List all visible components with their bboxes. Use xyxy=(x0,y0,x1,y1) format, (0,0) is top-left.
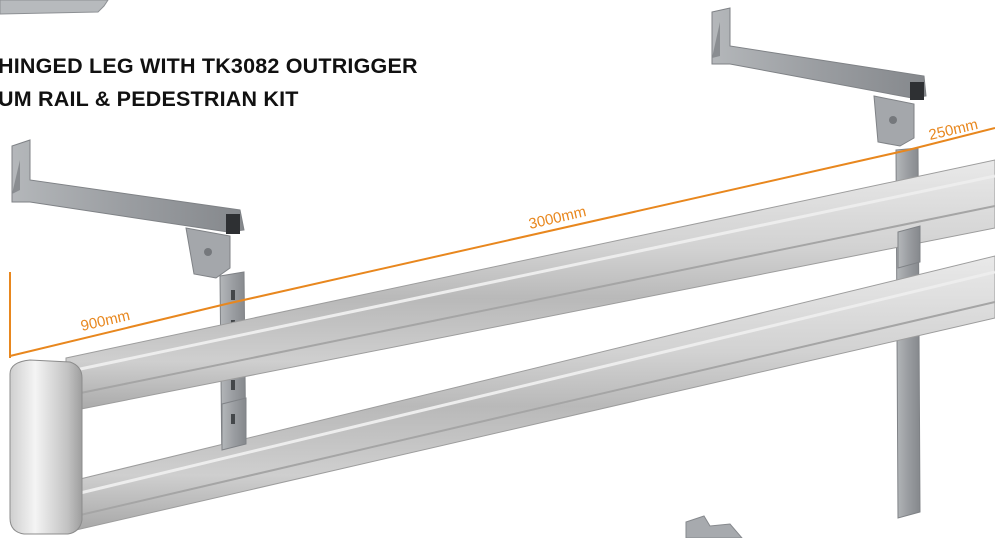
right-upright-lower xyxy=(897,225,921,269)
dimension-line-3000 xyxy=(225,149,909,305)
dimension-line-250 xyxy=(907,127,995,151)
dimension-lines xyxy=(9,127,995,358)
diagram-title: HINGED LEG WITH TK3082 OUTRIGGER UM RAIL… xyxy=(0,50,418,116)
top-left-bracket-fragment xyxy=(0,0,109,15)
title-line-2: UM RAIL & PEDESTRIAN KIT xyxy=(0,87,299,111)
dimension-label-900: 900mm xyxy=(79,307,132,335)
bottom-right-bracket-fragment xyxy=(685,515,743,538)
dimension-line-900 xyxy=(9,303,227,357)
rail-end-cap xyxy=(9,359,83,535)
title-line-1: HINGED LEG WITH TK3082 OUTRIGGER xyxy=(0,54,418,78)
dimension-label-250: 250mm xyxy=(927,116,980,144)
